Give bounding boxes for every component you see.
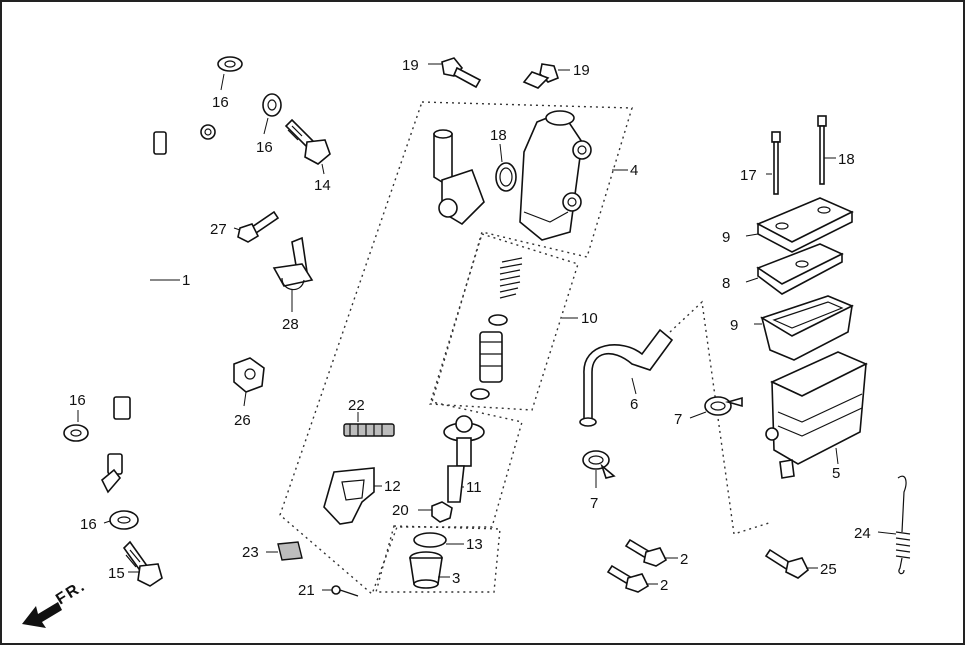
washer-16-top-mid [262, 93, 282, 135]
hose-clamp-28 [272, 236, 314, 312]
callout-6: 6 [630, 396, 638, 413]
washer-16-bottom-left [103, 510, 139, 530]
callout-26: 26 [234, 412, 251, 429]
callout-12: 8 [722, 275, 730, 292]
o-ring-17 [495, 143, 517, 192]
banjo-bolt-15-top [284, 118, 331, 175]
callout-7-b: 7 [674, 411, 682, 428]
clip-23 [266, 541, 303, 561]
washer-16-left [63, 410, 89, 442]
callout-19-b: 19 [573, 62, 590, 79]
callout-28: 28 [282, 316, 299, 333]
callout-16-c: 16 [69, 392, 86, 409]
reservoir-cap-10 [745, 197, 854, 253]
spring-pin-22 [343, 412, 395, 437]
callout-22: 22 [348, 397, 365, 414]
diaphragm-11 [754, 295, 854, 361]
bolt-25 [764, 548, 818, 579]
circlip-13 [413, 532, 464, 548]
reservoir-hose-6 [579, 328, 674, 427]
callout-16-d: 16 [80, 516, 97, 533]
bolt-2-lower [606, 564, 658, 593]
callout-1: 1 [182, 272, 190, 289]
banjo-bolt-15-bottom [122, 540, 163, 587]
screw-18-left [766, 131, 781, 195]
bolt-19-left [428, 57, 482, 89]
hose-clip-7-upper [689, 396, 743, 419]
callout-18-a: 17 [740, 167, 757, 184]
callout-7-a: 7 [590, 495, 598, 512]
bolt-27 [233, 210, 280, 243]
callout-16-b: 16 [256, 139, 273, 156]
callout-2-a: 2 [680, 551, 688, 568]
hose-clip-7-lower [582, 450, 616, 488]
callout-20: 20 [392, 502, 409, 519]
boot-3 [409, 551, 450, 589]
callout-19-a: 19 [402, 57, 419, 74]
callout-2-b: 2 [660, 577, 668, 594]
diaphragm-plate-12 [745, 243, 844, 295]
front-direction-label: FR. [53, 577, 89, 608]
callout-3: 3 [452, 570, 460, 587]
callout-13: 13 [466, 536, 483, 553]
callout-10: 9 [722, 229, 730, 246]
callout-23: 23 [242, 544, 259, 561]
callout-5: 5 [832, 465, 840, 482]
callout-27: 27 [210, 221, 227, 238]
brake-hose [101, 111, 216, 494]
nut-26 [233, 357, 265, 407]
callout-21: 21 [298, 582, 315, 599]
reservoir-tank-5 [765, 351, 868, 479]
callout-11: 9 [730, 317, 738, 334]
push-rod-9 [443, 415, 485, 503]
callout-15-a: 14 [314, 177, 331, 194]
hose-outline [669, 300, 773, 535]
clevis-14 [323, 467, 382, 525]
front-direction-arrow-icon [22, 602, 62, 628]
bolt-19-right [522, 63, 570, 89]
nut-20 [418, 501, 453, 523]
callout-4: 4 [630, 162, 638, 179]
callout-14: 12 [384, 478, 401, 495]
callout-16-a: 16 [212, 94, 229, 111]
cotter-pin-21 [322, 585, 359, 597]
master-cylinder-body [433, 110, 592, 241]
assembly-outline-8 [429, 233, 579, 411]
callout-17: 18 [490, 127, 507, 144]
callout-8: 10 [581, 310, 598, 327]
callout-25: 25 [820, 561, 837, 578]
washer-16-top-left [217, 56, 243, 91]
callout-24: 24 [854, 525, 871, 542]
screw-18-right [817, 115, 836, 185]
bolt-2-upper [624, 538, 678, 567]
callout-18-b: 18 [838, 151, 855, 168]
callout-9: 11 [466, 479, 482, 496]
piston-kit-8 [470, 257, 523, 400]
assembly-outline-4 [279, 101, 633, 596]
return-spring-24 [877, 475, 911, 575]
assembly-outline-3 [375, 525, 501, 593]
callout-15-b: 15 [108, 565, 125, 582]
